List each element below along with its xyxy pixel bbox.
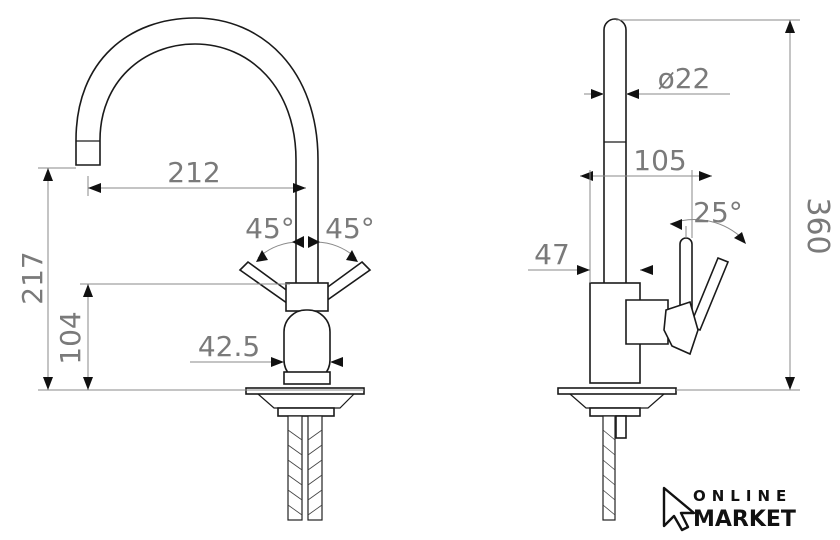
- dim-angle-25: 25°: [693, 196, 743, 229]
- cursor-icon: [662, 486, 696, 532]
- side-dimensions: [528, 19, 800, 391]
- side-base-bevel: [569, 393, 665, 409]
- side-hose: [602, 415, 616, 521]
- front-body-base: [283, 371, 331, 385]
- side-lever-tilted: [688, 256, 730, 332]
- side-threaded-rod: [615, 415, 627, 439]
- dim-diameter-22: ø22: [658, 62, 711, 95]
- side-arm: [625, 299, 669, 345]
- front-base-bevel: [257, 393, 355, 409]
- dim-42-5: 42.5: [198, 330, 260, 363]
- front-collar: [285, 282, 329, 312]
- dim-360: 360: [800, 197, 835, 254]
- logo-line2: MARKET: [693, 507, 796, 532]
- dim-104: 104: [54, 311, 87, 364]
- dim-47: 47: [534, 238, 570, 271]
- front-hose-braid: [287, 429, 323, 516]
- dim-212: 212: [167, 156, 220, 189]
- side-view: [557, 18, 730, 521]
- side-hose-braid: [602, 429, 616, 516]
- logo-line1: ONLINE: [693, 487, 792, 505]
- side-mount-nut: [589, 407, 641, 417]
- dim-angle-right: 45°: [325, 212, 375, 245]
- side-cartridge: [663, 300, 699, 356]
- front-base-plate: [245, 387, 365, 395]
- dim-angle-left: 45°: [245, 212, 295, 245]
- dim-105: 105: [633, 144, 686, 177]
- front-dimensions: [38, 167, 364, 391]
- front-view: [75, 17, 372, 521]
- front-hose-left: [287, 415, 303, 521]
- front-spout: [75, 17, 319, 286]
- online-market-logo: ONLINE MARKET: [662, 486, 796, 532]
- front-hose-right: [307, 415, 323, 521]
- dim-217: 217: [16, 251, 49, 304]
- front-mount-nut: [277, 407, 335, 417]
- side-base-plate: [557, 387, 677, 395]
- side-spout: [603, 18, 627, 286]
